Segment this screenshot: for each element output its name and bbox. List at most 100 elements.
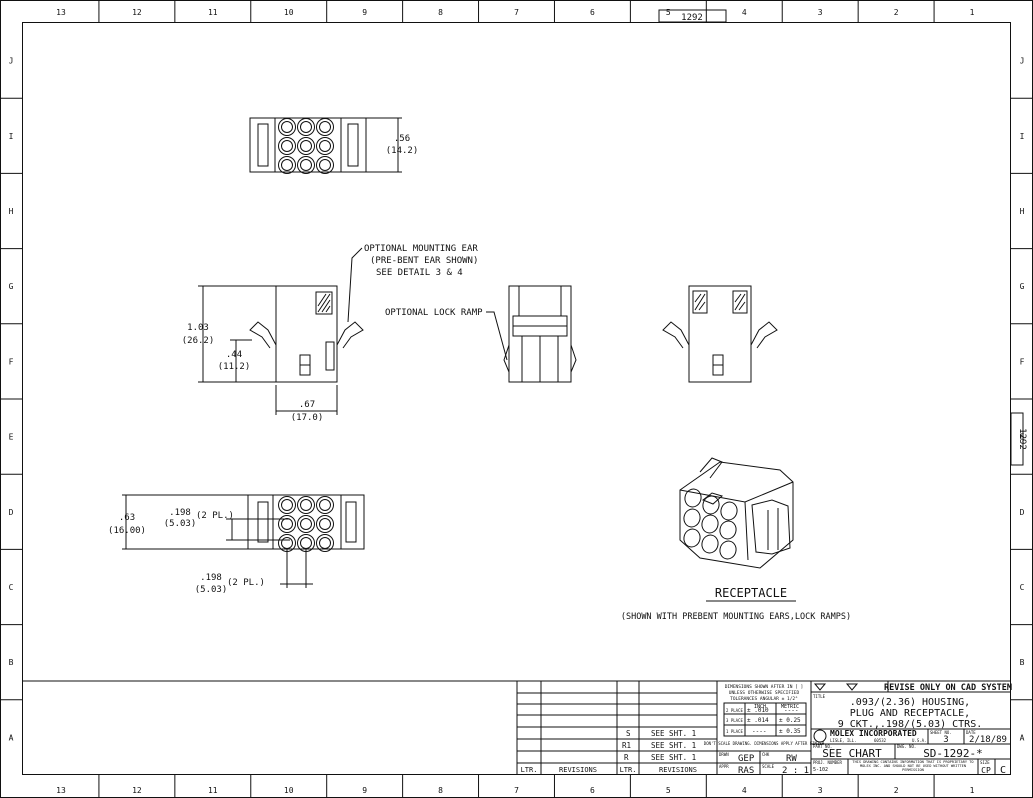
tol-header2: UNLESS OTHERWISE SPECIFIED [729,690,800,696]
side-view-dim-ear-mm: (11.2) [218,362,251,372]
zone-column-label: 13 [56,786,66,795]
cavity-circle [316,496,334,514]
rev-row-ltr: S [626,729,631,738]
rev-header-rev-2: REVISIONS [659,766,697,774]
scale-value: 2 : 1 [782,766,809,776]
side-doc-number-box [1010,412,1024,466]
zone-column-label: 2 [894,8,899,17]
front-view-dim-pitch: .198 [169,508,191,518]
cavity-inner-circle [281,140,293,152]
revision-triangle-icon [845,683,859,691]
tol-header3: TOLERANCES ANGULAR ± 1/2° [730,696,798,702]
tol-row-inch: ---- [752,728,766,735]
third-angle-projection-icon [813,683,827,691]
company-country: U.S.A. [912,738,926,743]
iso-title: RECEPTACLE [715,586,787,600]
cavity-circle [316,156,334,174]
front-view-dim-pitch-mm: (5.03) [164,519,197,529]
zone-row-label: C [1020,583,1025,592]
cavity-inner-circle [319,159,331,171]
zone-column-label: 7 [514,8,519,17]
cavity-circle [316,515,334,533]
top-doc-number-box [658,9,727,23]
cavity-inner-circle [281,537,293,549]
revise-note: REVISE ONLY ON CAD SYSTEM [884,683,1012,693]
cavity-inner-circle [300,499,312,511]
top-view-cavities [278,118,334,174]
top-view-dim-height-mm: (14.2) [386,146,419,156]
cavity-circle [278,118,296,136]
zone-column-label: 3 [818,8,823,17]
cavity-circle [297,496,315,514]
zone-row-label: B [1020,658,1025,667]
top-doc-number: 1292 [681,13,703,23]
zone-column-label: 12 [132,8,142,17]
rev-row-ltr: R [624,753,629,762]
cavity-inner-circle [319,518,331,530]
appr-value: RAS [738,766,754,776]
zone-column-label: 4 [742,8,747,17]
tol-header1: DIMENSIONS SHOWN AFTER IN [ ] [725,684,804,690]
rev-row-text: SEE SHT. 1 [651,753,696,762]
side-view-housing [275,285,338,383]
cavity-inner-circle [281,518,293,530]
drwn-value: GEP [738,754,755,764]
cavity-circle [297,137,315,155]
front-view-dim-pitch2: .198 [200,573,222,583]
title-line-3: 9 CKT.,.198/(5.03) CTRS. [838,719,983,730]
tol-row-inch: ± .014 [747,717,769,724]
front-view-housing [272,494,342,550]
iso-cavity [684,488,702,508]
rev-header-ltr-1: LTR. [521,766,538,774]
cavity-inner-circle [281,159,293,171]
iso-cavity [683,528,701,548]
top-view-dim-height: .56 [394,134,410,144]
cavity-circle [278,156,296,174]
iso-note: (SHOWN WITH PREBENT MOUNTING EARS,LOCK R… [621,612,851,622]
callout-ear-line3: SEE DETAIL 3 & 4 [376,268,463,278]
zone-row-label: H [9,207,14,216]
zone-row-label: E [1020,433,1025,442]
tol-col-metric: METRIC [781,704,799,710]
zone-column-label: 12 [132,786,142,795]
zone-column-label: 5 [666,8,671,17]
chk-value: RW [786,754,797,764]
iso-cavity [683,508,701,528]
zone-column-label: 4 [742,786,747,795]
size-code: CP [981,766,991,775]
confidential-note: THIS DRAWING CONTAINS INFORMATION THAT I… [852,760,973,772]
cavity-inner-circle [300,121,312,133]
front-view-dim-height-mm: (16.00) [108,526,146,536]
front-view-dim-pitch2-note: (2 PL.) [227,578,265,588]
rear-view [662,285,778,383]
size-label: SIZE [980,760,990,765]
isometric-receptacle: RECEPTACLE (SHOWN WITH PREBENT MOUNTING … [621,457,851,622]
tol-row-inch: ± .010 [747,707,769,714]
zone-column-label: 7 [514,786,519,795]
proj-label: PROJ. NUMBER [813,760,842,765]
size-value: C [1000,765,1006,776]
zone-row-label: F [1020,357,1025,366]
zone-row-label: I [9,132,14,141]
zone-column-label: 3 [818,786,823,795]
side-view: 1.03 (26.2) .44 (11.2) .67 (17.0) OPTION… [182,244,479,423]
company-name: MOLEX INCORPORATED [830,729,917,738]
proj-number: 5-102 [813,767,828,773]
cavity-inner-circle [319,499,331,511]
zone-row-label: G [1020,282,1025,291]
zone-column-label: 1 [970,8,975,17]
zone-row-label: D [1020,508,1025,517]
zone-row-label: A [1020,733,1025,742]
zone-column-label: 11 [208,786,218,795]
tol-col-inch: INCH [754,704,766,710]
rev-row-ltr: R1 [622,741,631,750]
sheet-label: SHEET NO. [930,730,952,735]
iso-cavity [719,520,737,540]
zone-column-label: 8 [438,8,443,17]
cavity-circle [278,496,296,514]
zone-row-label: D [9,508,14,517]
cavity-inner-circle [300,140,312,152]
zone-column-label: 13 [56,8,66,17]
